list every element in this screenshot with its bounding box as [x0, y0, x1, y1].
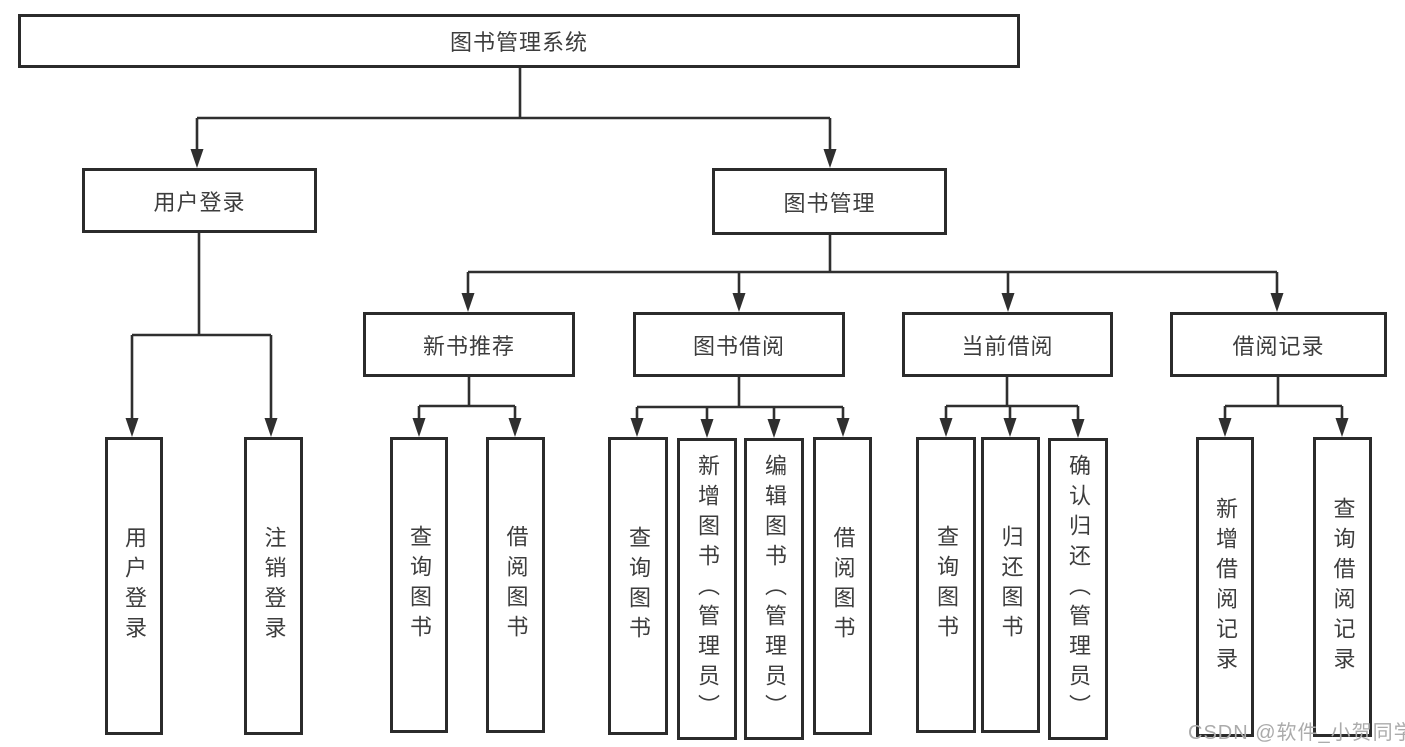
node-book-management-label: 图书管理 — [783, 190, 876, 216]
leaf-nb-borrow-books: 借阅图书 — [486, 437, 545, 733]
leaf-cb-return-books-label: 归还图书 — [998, 525, 1024, 645]
leaf-user-login-label: 用户登录 — [122, 526, 147, 646]
node-borrowing-records: 借阅记录 — [1170, 312, 1387, 377]
leaf-bb-add-books-admin: 新增图书（管理员） — [677, 438, 737, 740]
watermark-text: CSDN @软件_小贺同学 — [1188, 722, 1405, 744]
leaf-logout-login: 注销登录 — [244, 437, 303, 735]
leaf-cb-confirm-return-admin: 确认归还（管理员） — [1048, 438, 1108, 740]
leaf-nb-query-books-label: 查询图书 — [407, 525, 432, 645]
connector-current-borrow — [939, 377, 1085, 438]
node-book-borrowing: 图书借阅 — [633, 312, 845, 377]
connector-book-borrow — [630, 377, 850, 438]
node-library-system: 图书管理系统 — [18, 14, 1020, 68]
node-user-login-label: 用户登录 — [153, 189, 246, 215]
leaf-br-add-record: 新增借阅记录 — [1196, 437, 1254, 737]
leaf-bb-edit-books-admin: 编辑图书（管理员） — [744, 438, 804, 740]
leaf-bb-edit-books-admin-label: 编辑图书（管理员） — [762, 454, 787, 724]
connector-new-book — [412, 377, 522, 437]
node-book-management: 图书管理 — [712, 168, 947, 235]
leaf-logout-login-label: 注销登录 — [261, 526, 287, 646]
node-new-book-recommend-label: 新书推荐 — [422, 333, 515, 359]
connector-borrow-records — [1218, 377, 1349, 437]
leaf-br-add-record-label: 新增借阅记录 — [1213, 497, 1238, 677]
leaf-nb-borrow-books-label: 借阅图书 — [503, 525, 529, 645]
node-library-system-label: 图书管理系统 — [449, 30, 588, 55]
leaf-bb-borrow-books: 借阅图书 — [813, 437, 872, 735]
leaf-cb-query-books-label: 查询图书 — [934, 525, 959, 645]
leaf-bb-add-books-admin-label: 新增图书（管理员） — [695, 454, 720, 724]
connector-user-login — [125, 233, 278, 437]
node-user-login: 用户登录 — [82, 168, 317, 233]
connector-root — [190, 68, 837, 168]
node-new-book-recommend: 新书推荐 — [363, 312, 575, 377]
leaf-bb-query-books: 查询图书 — [608, 437, 668, 735]
node-book-borrowing-label: 图书借阅 — [692, 333, 785, 359]
leaf-user-login: 用户登录 — [105, 437, 163, 735]
leaf-br-query-record: 查询借阅记录 — [1313, 437, 1372, 737]
leaf-cb-return-books: 归还图书 — [981, 437, 1040, 733]
leaf-bb-borrow-books-label: 借阅图书 — [830, 526, 856, 646]
leaf-bb-query-books-label: 查询图书 — [626, 526, 651, 646]
node-borrowing-records-label: 借阅记录 — [1232, 333, 1325, 359]
node-current-borrowing-label: 当前借阅 — [961, 333, 1054, 359]
leaf-br-query-record-label: 查询借阅记录 — [1330, 497, 1356, 677]
leaf-nb-query-books: 查询图书 — [390, 437, 448, 733]
connector-book-management — [461, 235, 1284, 312]
leaf-cb-confirm-return-admin-label: 确认归还（管理员） — [1066, 454, 1091, 724]
node-current-borrowing: 当前借阅 — [902, 312, 1113, 377]
leaf-cb-query-books: 查询图书 — [916, 437, 976, 733]
